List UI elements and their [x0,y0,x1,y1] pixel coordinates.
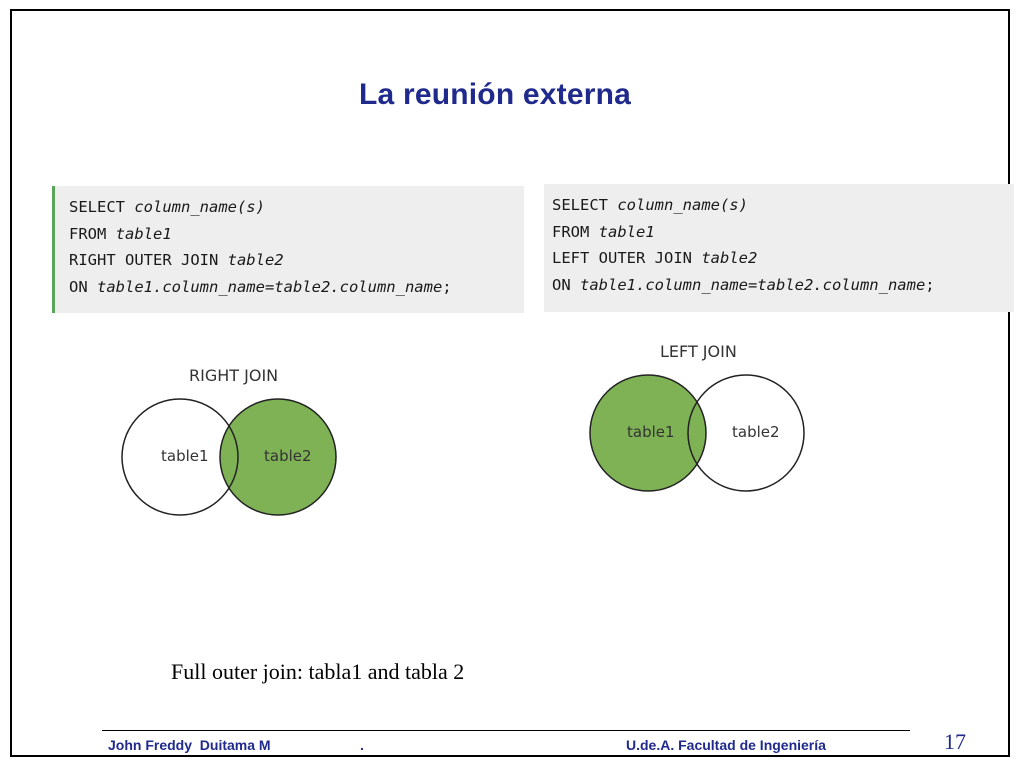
page-number: 17 [944,729,966,754]
code-identifier: table2 [227,251,284,269]
slide-title: La reunión externa [359,78,632,111]
code-terminator: ; [925,275,935,294]
venn-circle-table1 [122,399,238,515]
code-line: SELECT column_name(s) [69,194,524,221]
venn-label-table2: table2 [732,423,780,441]
left-join-title: LEFT JOIN [660,342,737,361]
slide-frame [10,9,1010,757]
code-identifier: table1 [598,222,655,241]
code-terminator: ; [442,277,452,296]
code-identifier: table1.column_name=table2.column_name [580,275,926,294]
right-join-title: RIGHT JOIN [189,366,279,385]
code-identifier: table1.column_name=table2.column_name [97,277,443,296]
code-identifier: table1 [115,224,172,243]
venn-outline-table1 [589,374,707,492]
code-line: LEFT OUTER JOIN table2 [552,245,1014,272]
footer-divider [102,730,910,731]
venn-label-table1: table1 [627,423,675,441]
venn-label-table1: table1 [161,447,209,465]
code-line: FROM table1 [69,221,524,248]
venn-circle-table2 [688,375,804,491]
footer-separator: . [360,737,364,753]
code-keyword: SELECT [552,196,618,214]
venn-outline-table2 [219,398,337,516]
footer-institution: U.de.A. Facultad de Ingeniería [626,737,826,753]
code-identifier: column_name(s) [617,196,748,214]
left-join-venn-diagram [589,374,805,492]
code-keyword: FROM [69,224,116,243]
code-keyword: RIGHT OUTER JOIN [69,251,228,269]
code-keyword: FROM [552,222,599,241]
venn-circle-table2 [220,399,336,515]
code-line: ON table1.column_name=table2.column_name… [552,272,1014,299]
right-join-code-block: SELECT column_name(s) FROM table1 RIGHT … [52,186,524,313]
footer-author: John Freddy Duitama M [108,737,271,753]
code-line: RIGHT OUTER JOIN table2 [69,247,524,274]
venn-outline-table1 [121,398,239,516]
code-keyword: ON [69,277,97,296]
venn-label-table2: table2 [264,447,312,465]
right-join-venn-diagram [121,398,337,516]
code-keyword: LEFT OUTER JOIN [552,249,702,267]
code-keyword: SELECT [69,198,135,216]
code-line: FROM table1 [552,219,1014,246]
venn-circle-table1 [590,375,706,491]
left-join-code-block: SELECT column_name(s) FROM table1 LEFT O… [544,184,1014,312]
venn-outline-table2 [687,374,805,492]
code-identifier: column_name(s) [134,198,265,216]
code-keyword: ON [552,275,580,294]
code-line: ON table1.column_name=table2.column_name… [69,274,524,301]
full-outer-join-caption: Full outer join: tabla1 and tabla 2 [171,659,465,684]
code-identifier: table2 [701,249,758,267]
code-line: SELECT column_name(s) [552,192,1014,219]
